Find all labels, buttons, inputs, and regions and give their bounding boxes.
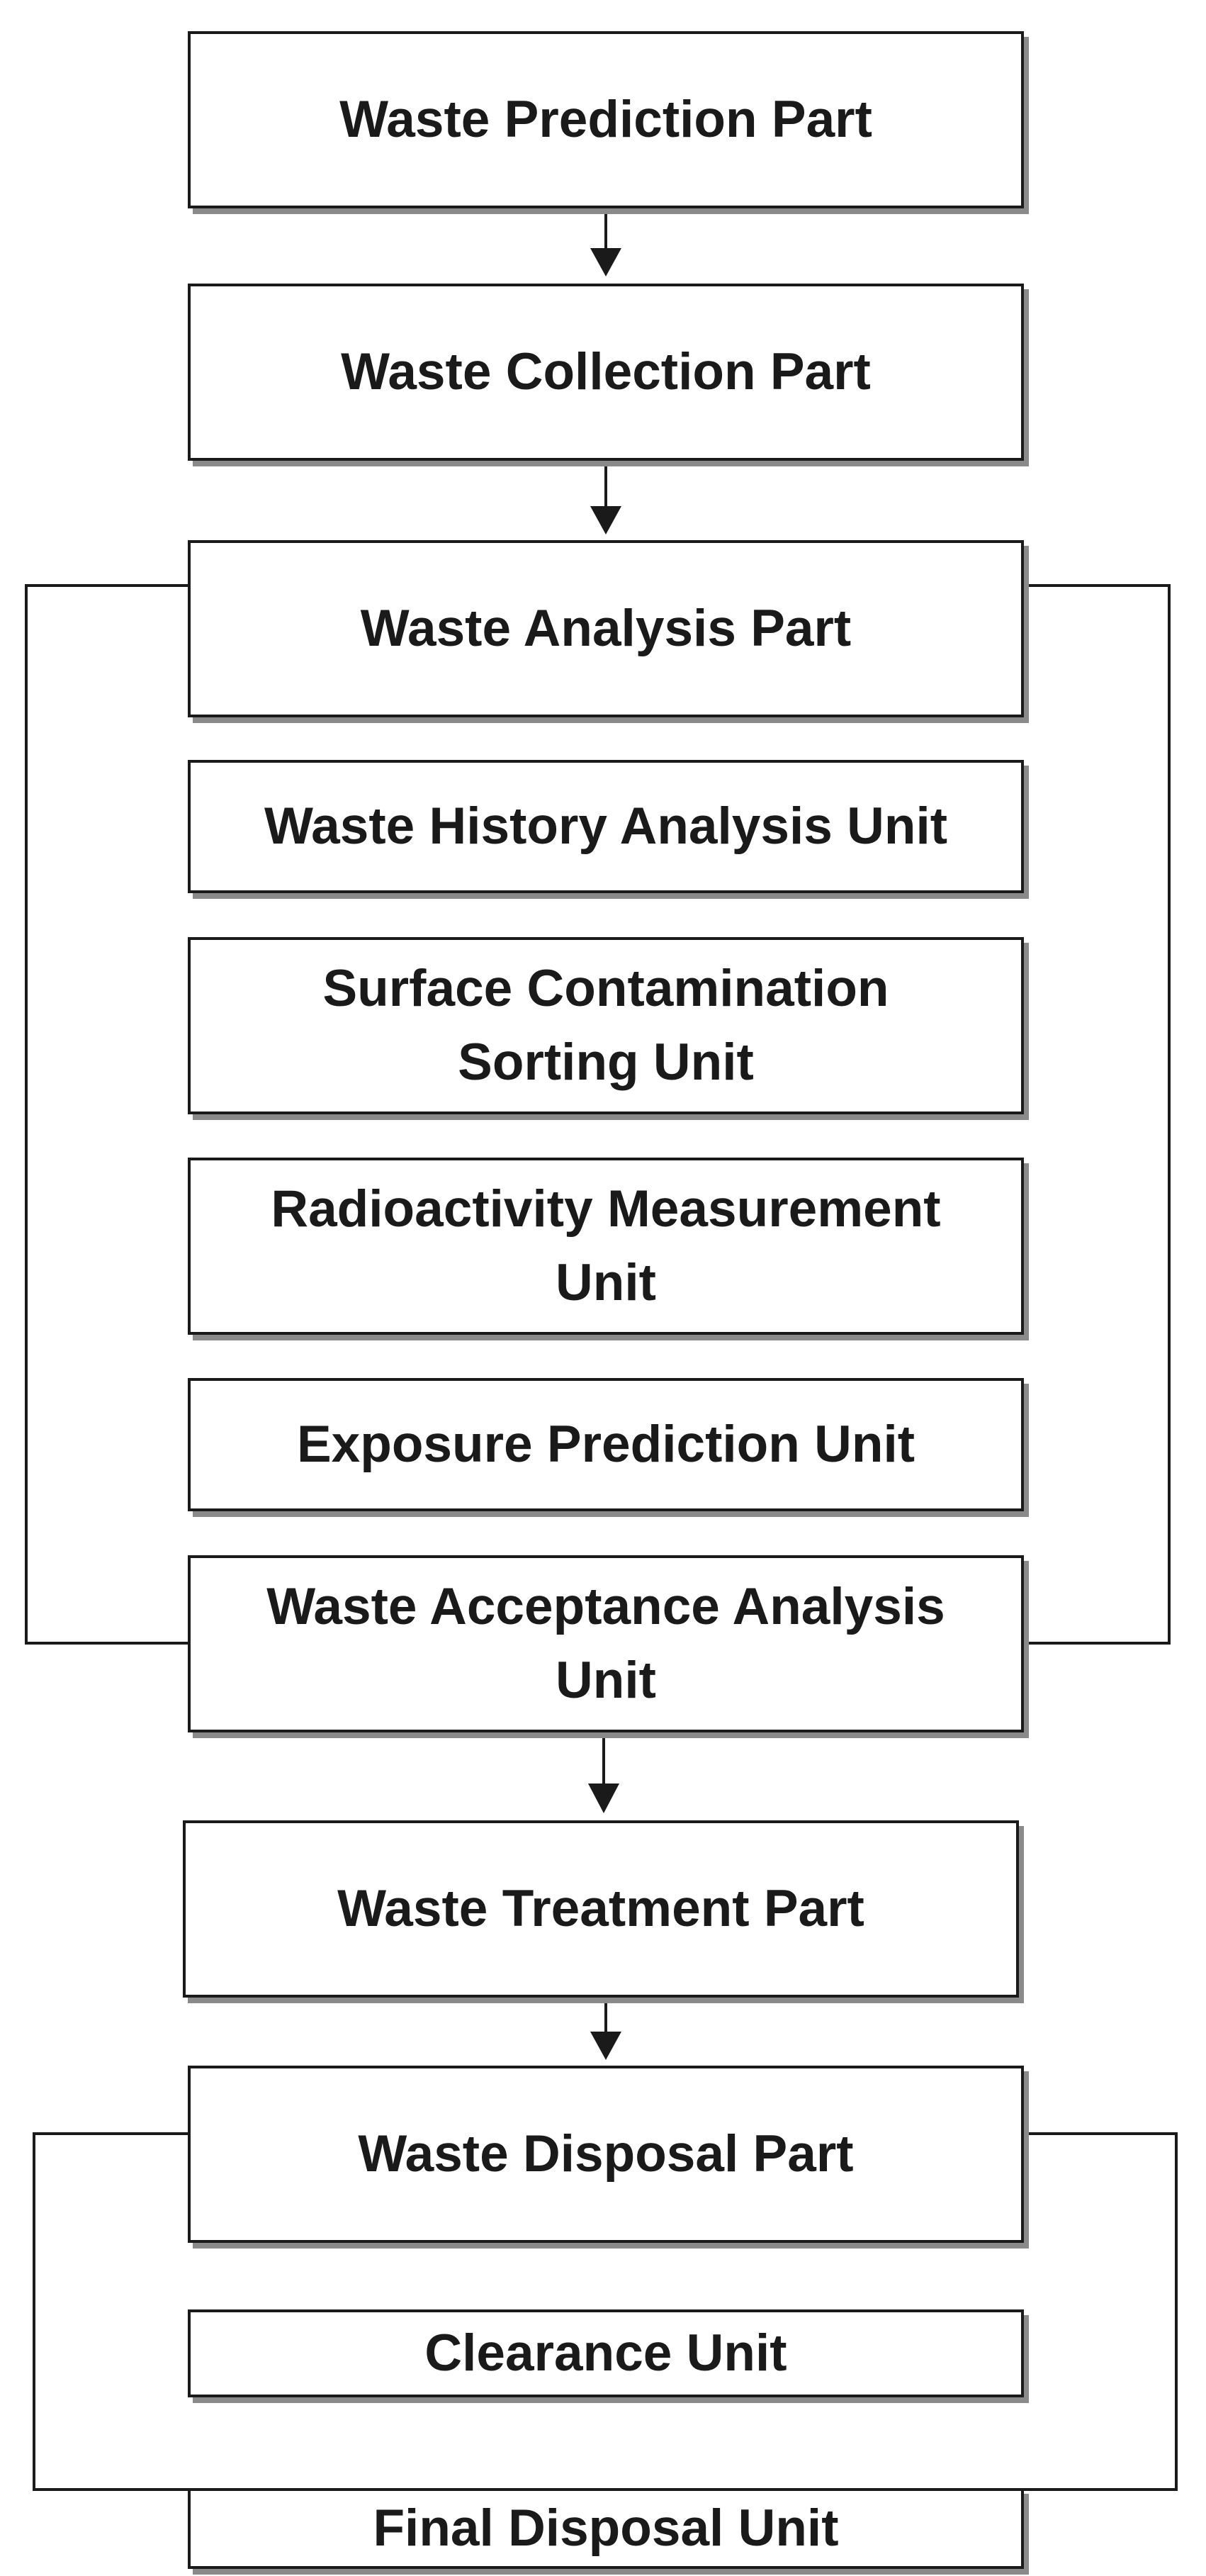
node-label: Waste Disposal Part <box>188 2066 1024 2243</box>
node-label: Surface Contamination Sorting Unit <box>188 937 1024 1114</box>
node-label: Waste Prediction Part <box>188 31 1024 208</box>
node-waste-analysis-part: Waste Analysis Part <box>188 540 1024 717</box>
node-label: Exposure Prediction Unit <box>188 1378 1024 1511</box>
node-waste-acceptance-analysis-unit: Waste Acceptance Analysis Unit <box>188 1555 1024 1732</box>
node-final-disposal-unit: Final Disposal Unit <box>188 2488 1024 2576</box>
node-surface-contamination-sorting-unit: Surface Contamination Sorting Unit <box>188 937 1024 1114</box>
node-label: Waste History Analysis Unit <box>188 760 1024 893</box>
node-radioactivity-measurement-unit: Radioactivity Measurement Unit <box>188 1158 1024 1335</box>
node-label: Waste Acceptance Analysis Unit <box>188 1555 1024 1732</box>
disposal-group-bracket <box>33 2132 1178 2491</box>
node-label: Waste Analysis Part <box>188 540 1024 717</box>
arrow-prediction-to-collection <box>590 209 621 276</box>
arrow-treatment-to-disposal <box>590 2000 621 2060</box>
node-label: Radioactivity Measurement Unit <box>188 1158 1024 1335</box>
node-waste-prediction-part: Waste Prediction Part <box>188 31 1024 208</box>
node-label: Clearance Unit <box>188 2309 1024 2397</box>
node-label: Final Disposal Unit <box>188 2488 1024 2569</box>
analysis-group-bracket <box>25 584 1171 1645</box>
node-clearance-unit: Clearance Unit <box>188 2309 1024 2397</box>
node-exposure-prediction-unit: Exposure Prediction Unit <box>188 1378 1024 1511</box>
node-waste-collection-part: Waste Collection Part <box>188 284 1024 461</box>
node-label: Waste Collection Part <box>188 284 1024 461</box>
node-label: Waste Treatment Part <box>183 1820 1019 1998</box>
node-waste-history-analysis-unit: Waste History Analysis Unit <box>188 760 1024 893</box>
node-waste-treatment-part: Waste Treatment Part <box>183 1820 1019 1998</box>
arrow-acceptance-to-treatment <box>588 1734 619 1813</box>
node-waste-disposal-part: Waste Disposal Part <box>188 2066 1024 2243</box>
arrow-collection-to-analysis <box>590 461 621 534</box>
